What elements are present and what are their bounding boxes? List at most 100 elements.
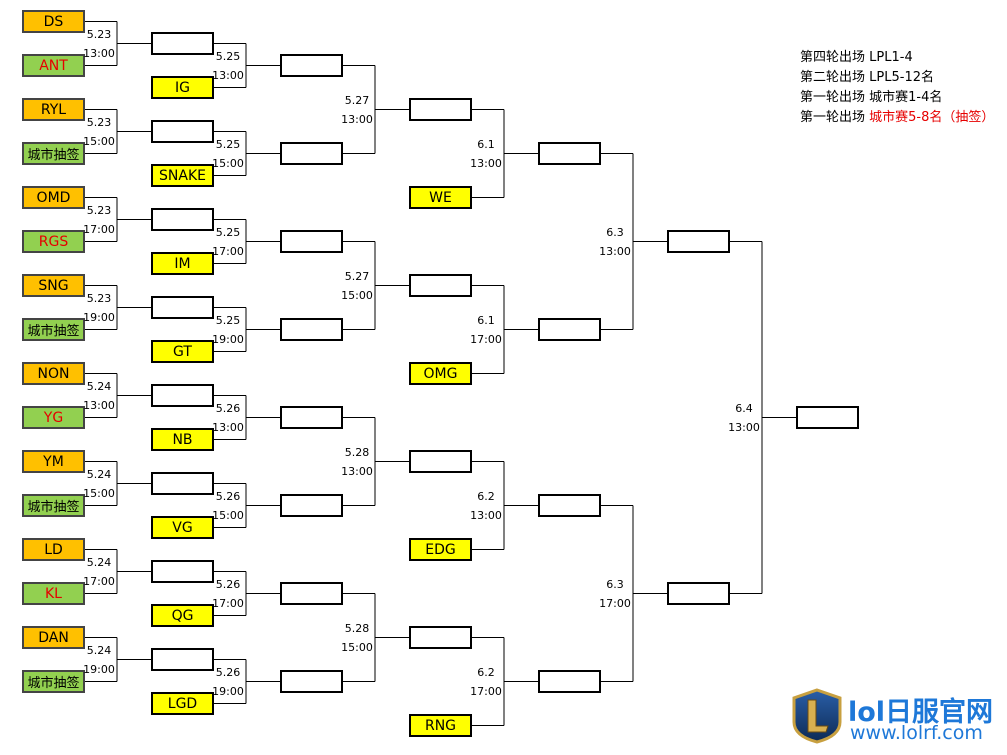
match-schedule: 5.26 19:00 xyxy=(208,663,248,701)
match-date: 5.28 xyxy=(344,445,370,459)
match-date: 6.1 xyxy=(477,313,495,327)
league-emblem-icon xyxy=(792,688,842,744)
match-schedule: 5.27 13:00 xyxy=(337,91,377,129)
match-date: 6.3 xyxy=(606,577,624,591)
winner-slot xyxy=(280,406,343,429)
match-time: 17:00 xyxy=(470,684,502,698)
match-date: 6.3 xyxy=(606,225,624,239)
match-schedule: 5.24 13:00 xyxy=(79,377,119,415)
match-schedule: 5.25 15:00 xyxy=(208,135,248,173)
winner-slot xyxy=(151,32,214,55)
match-date: 5.24 xyxy=(86,643,112,657)
team-box: DS xyxy=(22,10,85,33)
winner-slot xyxy=(538,142,601,165)
winner-slot xyxy=(667,582,730,605)
match-time: 15:00 xyxy=(341,288,373,302)
match-date: 5.27 xyxy=(344,93,370,107)
winner-slot xyxy=(409,98,472,121)
match-time: 19:00 xyxy=(212,684,244,698)
match-time: 13:00 xyxy=(212,420,244,434)
match-schedule: 5.26 13:00 xyxy=(208,399,248,437)
seeded-team-box: QG xyxy=(151,604,214,627)
match-date: 5.23 xyxy=(86,27,112,41)
match-date: 5.26 xyxy=(215,489,241,503)
match-time: 13:00 xyxy=(212,68,244,82)
winner-slot xyxy=(151,296,214,319)
match-schedule: 6.3 13:00 xyxy=(595,223,635,261)
match-date: 5.24 xyxy=(86,379,112,393)
match-date: 5.23 xyxy=(86,115,112,129)
legend-row: 第二轮出场 LPL5-12名 xyxy=(800,70,934,85)
match-date: 5.24 xyxy=(86,467,112,481)
match-date: 5.25 xyxy=(215,137,241,151)
winner-slot xyxy=(409,626,472,649)
match-schedule: 5.23 15:00 xyxy=(79,113,119,151)
legend-text: 城市赛1-4名 xyxy=(869,90,943,105)
match-schedule: 6.2 13:00 xyxy=(466,487,506,525)
match-date: 5.23 xyxy=(86,203,112,217)
match-date: 6.2 xyxy=(477,489,495,503)
winner-slot xyxy=(151,208,214,231)
match-date: 6.1 xyxy=(477,137,495,151)
match-time: 17:00 xyxy=(83,574,115,588)
seeded-team-box: LGD xyxy=(151,692,214,715)
match-time: 13:00 xyxy=(599,244,631,258)
match-time: 15:00 xyxy=(212,156,244,170)
legend-row: 第一轮出场 城市赛5-8名（抽签） xyxy=(800,110,995,125)
winner-slot xyxy=(280,54,343,77)
seeded-team-box: RNG xyxy=(409,714,472,737)
match-date: 5.25 xyxy=(215,313,241,327)
team-box: 城市抽签 xyxy=(22,142,85,165)
site-logo[interactable]: lol日服官网 www.lolrf.com xyxy=(790,688,1000,748)
winner-slot xyxy=(280,670,343,693)
match-date: 5.27 xyxy=(344,269,370,283)
match-date: 6.4 xyxy=(735,401,753,415)
winner-slot xyxy=(409,450,472,473)
match-time: 15:00 xyxy=(83,486,115,500)
winner-slot xyxy=(538,670,601,693)
match-time: 15:00 xyxy=(83,134,115,148)
seeded-team-box: VG xyxy=(151,516,214,539)
match-schedule: 5.26 15:00 xyxy=(208,487,248,525)
match-date: 5.28 xyxy=(344,621,370,635)
match-schedule: 5.24 15:00 xyxy=(79,465,119,503)
match-time: 15:00 xyxy=(212,508,244,522)
match-date: 5.26 xyxy=(215,401,241,415)
team-box: RYL xyxy=(22,98,85,121)
winner-slot xyxy=(151,384,214,407)
winner-slot xyxy=(151,648,214,671)
legend-text-highlight: 城市赛5-8名（抽签） xyxy=(869,110,995,125)
legend-text: LPL1-4 xyxy=(869,50,913,65)
winner-slot xyxy=(538,494,601,517)
match-time: 13:00 xyxy=(83,398,115,412)
legend: 第四轮出场 LPL1-4 第二轮出场 LPL5-12名 第一轮出场 城市赛1-4… xyxy=(800,48,994,128)
seeded-team-box: IM xyxy=(151,252,214,275)
team-box: KL xyxy=(22,582,85,605)
match-time: 17:00 xyxy=(212,244,244,258)
team-box: SNG xyxy=(22,274,85,297)
match-time: 17:00 xyxy=(212,596,244,610)
winner-slot xyxy=(667,230,730,253)
team-box: 城市抽签 xyxy=(22,318,85,341)
match-time: 19:00 xyxy=(83,310,115,324)
match-time: 13:00 xyxy=(470,508,502,522)
seeded-team-box: OMG xyxy=(409,362,472,385)
match-time: 13:00 xyxy=(341,112,373,126)
team-box: 城市抽签 xyxy=(22,494,85,517)
logo-brand-text: lol日服官网 xyxy=(848,697,994,728)
winner-slot xyxy=(151,472,214,495)
match-date: 5.26 xyxy=(215,665,241,679)
winner-slot xyxy=(151,560,214,583)
match-time: 17:00 xyxy=(470,332,502,346)
winner-slot xyxy=(280,230,343,253)
